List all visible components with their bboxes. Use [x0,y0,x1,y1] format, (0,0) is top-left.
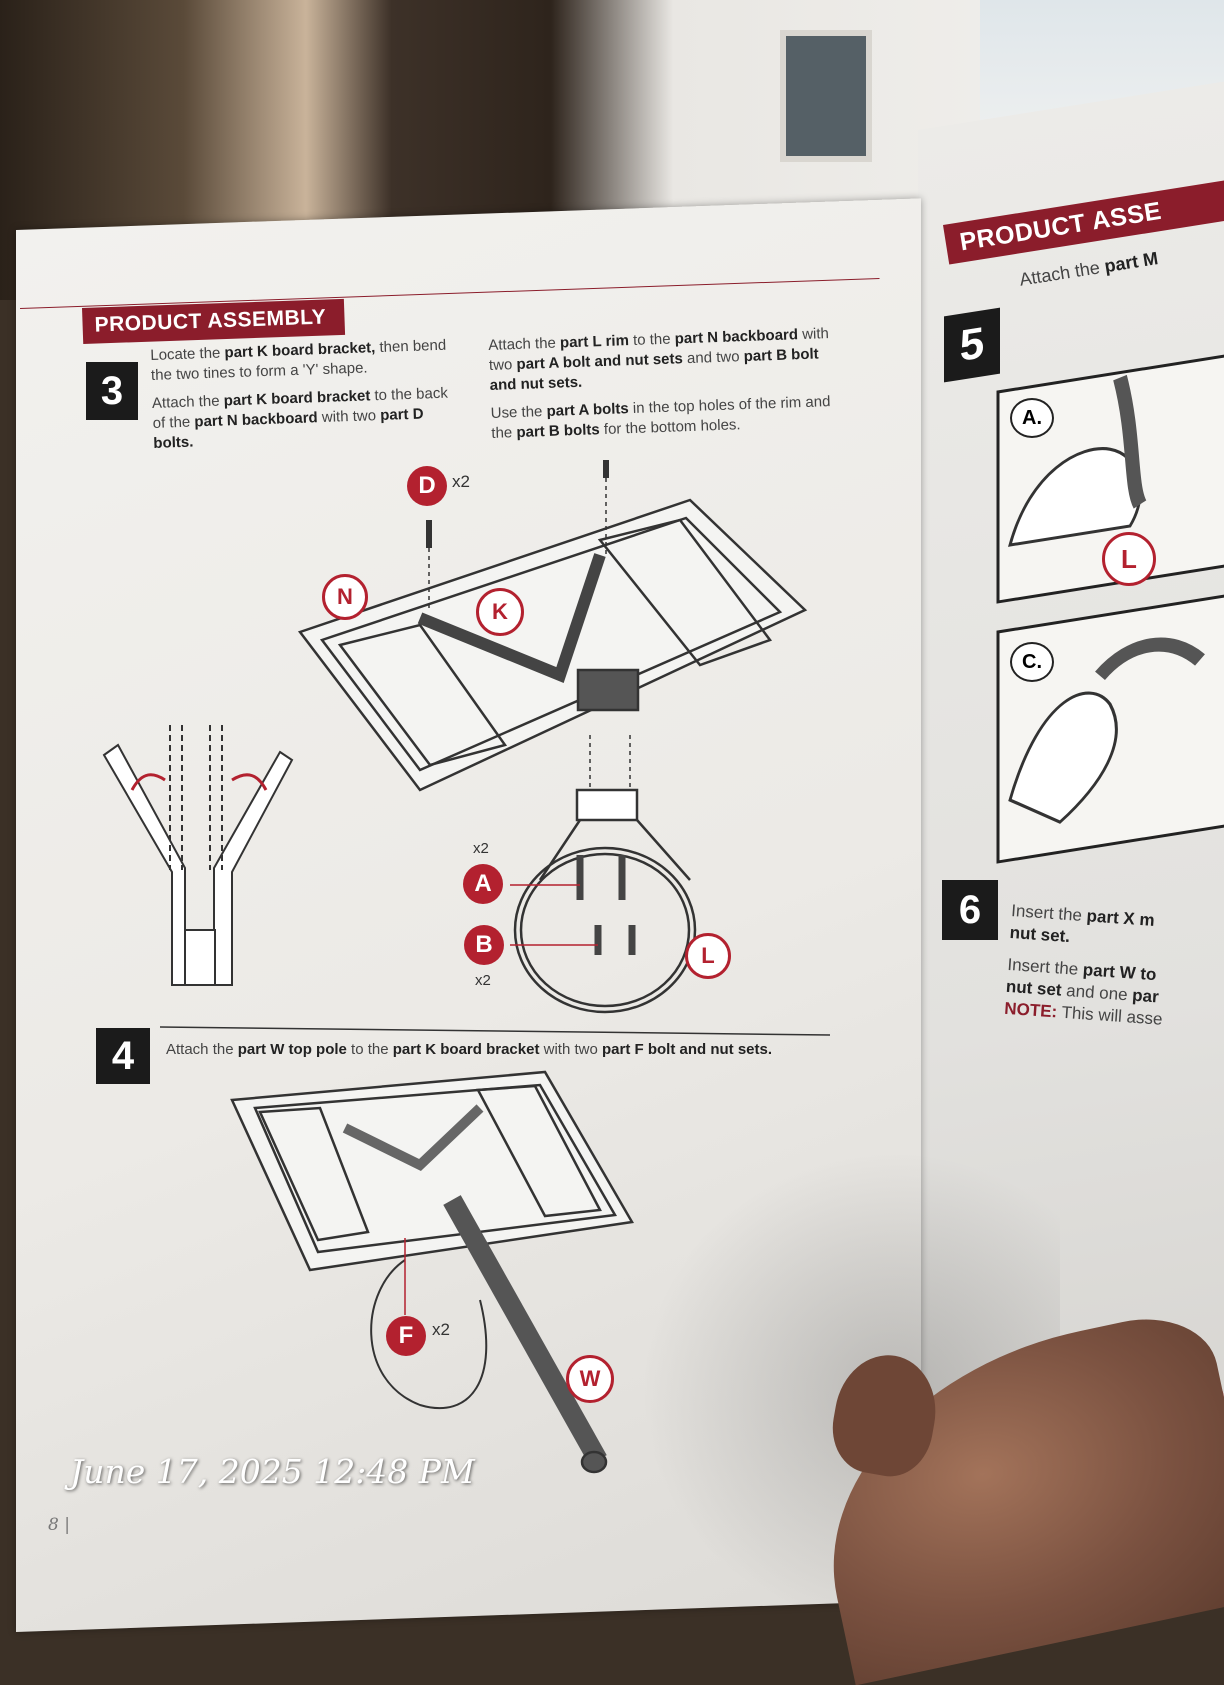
part-d-label: D [407,466,447,506]
background-window [780,30,872,162]
step3-c-1: Attach the [488,334,561,354]
step3-c-4: and two [682,348,744,368]
step4-bold2: part K board bracket [392,1041,540,1058]
step3-d-3: for the bottom holes. [599,416,741,439]
right-step6-text: Insert the part X m nut set. Insert the … [1004,900,1224,1036]
step3-text-right: Attach the part L rim to the part N back… [488,324,842,444]
panel-c-label: C. [1010,642,1054,682]
step6-note-label: NOTE: [1003,998,1058,1022]
part-a-label: A [463,864,503,904]
step6-line3-a: Insert the [1006,954,1084,980]
step6-line1-bold: part X m [1086,906,1156,930]
part-l-label: L [685,933,731,979]
step4-bold1: part W top pole [237,1041,347,1058]
part-n-label: N [322,574,368,620]
step3-c-bold1: part L rim [559,332,630,352]
panel-a-part-l: L [1102,532,1156,586]
panel-a-label: A. [1010,398,1054,438]
step3-b-bold1: part K board bracket [223,387,371,410]
step3-d-bold2: part B bolts [516,421,601,442]
step6-line4-bold2: par [1131,985,1160,1007]
step6-line4-bold: nut set [1005,976,1063,1000]
part-b-qty: x2 [475,972,491,989]
step3-d-1: Use the [490,403,547,422]
step3-c-2: to the [628,330,676,350]
part-f-qty: x2 [432,1320,450,1339]
step4-bold3: part F bolt and nut sets. [602,1041,773,1058]
step3-text-left: Locate the part K board bracket, then be… [150,335,464,454]
step6-line2-bold: nut set. [1009,922,1071,947]
step4-text-1: Attach the [166,1041,238,1058]
step3-d-bold1: part A bolts [546,400,630,420]
part-a-qty: x2 [473,840,489,857]
step4-badge: 4 [96,1028,150,1084]
step3-b-3: with two [317,407,381,427]
photo-timestamp: June 17, 2025 12:48 PM [70,1452,475,1491]
step6-line4-b: and one [1060,980,1133,1005]
step4-text-2: to the [346,1041,393,1058]
step4-text-3: with two [539,1041,602,1058]
step6-badge: 6 [942,880,998,940]
step4-text: Attach the part W top pole to the part K… [166,1040,846,1060]
step3-c-bold3: part A bolt and nut sets [516,350,684,374]
step3-c-bold2: part N backboard [674,326,799,348]
step3-b-bold2: part N backboard [194,409,318,431]
step6-line1-a: Insert the [1010,900,1088,926]
step3-badge: 3 [86,362,138,420]
step3-b-1: Attach the [151,392,224,412]
part-k-label: K [476,588,524,636]
part-f-label: F [386,1316,426,1356]
step3-para-b: Attach the part K board bracket to the b… [152,383,464,454]
step3-a-bold: part K board bracket, [224,339,376,362]
page-number: 8 | [48,1515,70,1535]
part-w-label: W [566,1355,614,1403]
step6-line3-bold: part W to [1082,960,1158,985]
step5-badge: 5 [944,307,1000,383]
step3-a-1: Locate the [150,344,225,364]
part-b-label: B [464,925,504,965]
part-d-qty: x2 [452,472,470,491]
